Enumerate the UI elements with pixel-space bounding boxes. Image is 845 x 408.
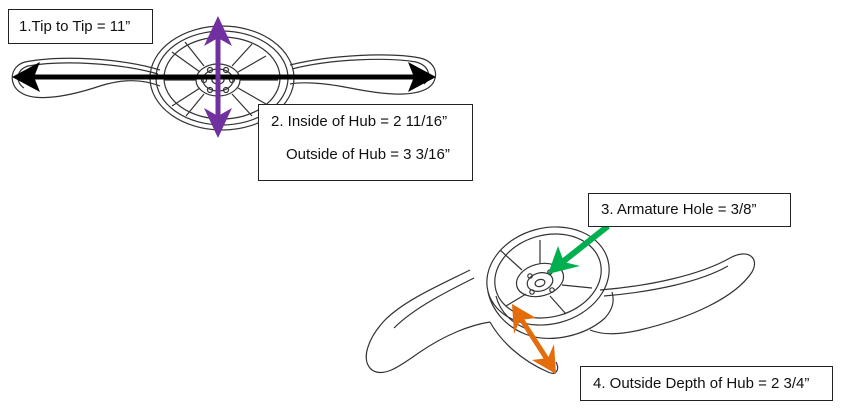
hub-measurement-label: 2. Inside of Hub = 2 11/16” Outside of H… bbox=[258, 104, 473, 181]
outside-hub-text: Outside of Hub = 3 3/16” bbox=[286, 146, 450, 163]
hub-depth-arrow bbox=[512, 304, 556, 374]
armature-hole-label: 3. Armature Hole = 3/8” bbox=[588, 193, 791, 227]
outside-depth-text: 4. Outside Depth of Hub = 2 3/4” bbox=[593, 375, 810, 392]
inside-hub-text: 2. Inside of Hub = 2 11/16” bbox=[271, 113, 448, 130]
propeller-perspective-drawing bbox=[365, 226, 756, 374]
hub-diameter-arrow bbox=[204, 16, 232, 138]
tip-to-tip-arrow bbox=[12, 62, 436, 92]
tip-to-tip-text: 1.Tip to Tip = 11” bbox=[19, 18, 131, 35]
outside-depth-label: 4. Outside Depth of Hub = 2 3/4” bbox=[580, 366, 833, 401]
armature-hole-arrow bbox=[548, 223, 610, 274]
tip-to-tip-label: 1.Tip to Tip = 11” bbox=[8, 9, 153, 44]
armature-hole-text: 3. Armature Hole = 3/8” bbox=[601, 201, 757, 218]
